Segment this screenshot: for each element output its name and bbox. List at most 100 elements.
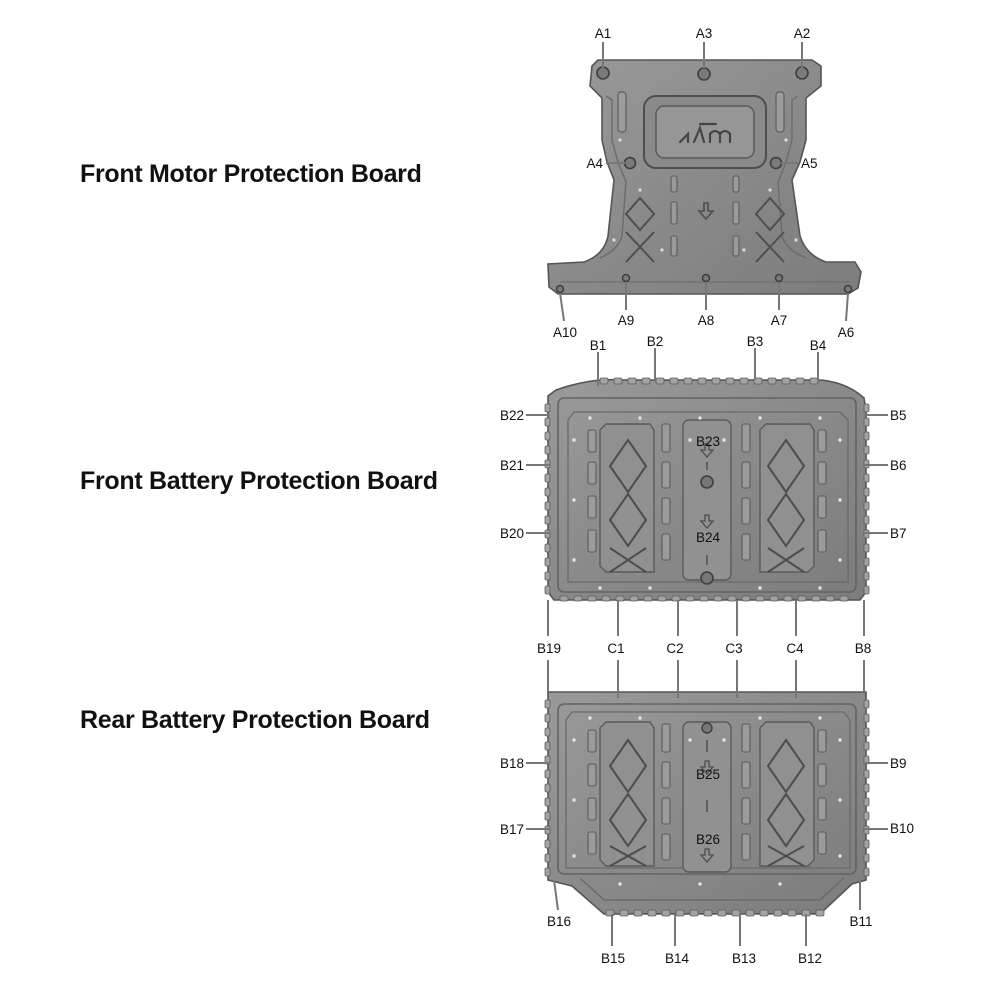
callout-label-a1: A1 — [595, 26, 612, 41]
rivet — [572, 558, 576, 562]
edge-tooth — [671, 595, 681, 602]
edge-tooth — [559, 595, 569, 602]
edge-tooth — [544, 839, 551, 849]
edge-tooth — [544, 501, 551, 511]
edge-tooth — [647, 909, 657, 917]
edge-tooth — [815, 909, 825, 917]
rivet — [838, 438, 842, 442]
rivet — [778, 882, 782, 886]
edge-tooth — [544, 515, 551, 525]
edge-tooth — [683, 377, 693, 385]
callout-label-b6: B6 — [890, 458, 907, 473]
rivet — [838, 738, 842, 742]
edge-tooth — [601, 595, 611, 602]
edge-tooth — [863, 403, 870, 413]
edge-tooth — [863, 727, 870, 737]
edge-tooth — [699, 595, 709, 602]
edge-tooth — [627, 377, 637, 385]
callout-label-a9: A9 — [618, 313, 635, 328]
callout-labels: A1 A3 A2 A4 A5 A10 A9 A8 A7 A6 B1 B2 B3 … — [500, 26, 914, 966]
edge-tooth — [713, 595, 723, 602]
edge-tooth — [863, 417, 870, 427]
edge-tooth — [629, 595, 639, 602]
edge-tooth — [544, 727, 551, 737]
callout-label-c3: C3 — [725, 641, 742, 656]
front-motor-slot — [617, 91, 627, 133]
front-battery-arrow-icon — [699, 443, 715, 458]
front-battery-rivets — [572, 416, 842, 590]
edge-tooth — [839, 595, 849, 602]
edge-tooth — [769, 595, 779, 602]
front-motor-rivets — [612, 138, 798, 252]
rear-battery-outer-frame — [557, 703, 857, 875]
front-battery-protection-board — [544, 377, 870, 602]
edge-tooth — [759, 909, 769, 917]
edge-tooth — [655, 377, 665, 385]
edge-tooth — [727, 595, 737, 602]
edge-tooth — [863, 867, 870, 877]
edge-tooth — [544, 741, 551, 751]
callout-label-a2: A2 — [794, 26, 811, 41]
front-battery-edge-teeth — [544, 377, 870, 602]
callout-label-a4: A4 — [586, 156, 603, 171]
callout-label-b22: B22 — [500, 408, 524, 423]
edge-tooth — [863, 853, 870, 863]
front-battery-diamond-panel-right — [759, 423, 815, 573]
callout-label-a10: A10 — [553, 325, 577, 340]
edge-tooth — [863, 797, 870, 807]
edge-tooth — [615, 595, 625, 602]
rivet — [838, 798, 842, 802]
rivet — [838, 498, 842, 502]
edge-tooth — [641, 377, 651, 385]
callout-label-b4: B4 — [810, 338, 827, 353]
callout-label-a6: A6 — [838, 325, 855, 340]
edge-tooth — [544, 571, 551, 581]
rivet — [758, 586, 762, 590]
edge-tooth — [619, 909, 629, 917]
front-battery-center-bolt — [700, 475, 714, 489]
rivet — [618, 882, 622, 886]
rivet — [638, 716, 642, 720]
callout-label-b1: B1 — [590, 338, 607, 353]
edge-tooth — [544, 867, 551, 877]
edge-tooth — [863, 811, 870, 821]
edge-tooth — [657, 595, 667, 602]
edge-tooth — [685, 595, 695, 602]
brand-logo-icon — [678, 122, 732, 144]
rivet — [688, 438, 692, 442]
edge-tooth — [863, 571, 870, 581]
front-motor-diamond-pattern-right — [754, 196, 786, 263]
callout-label-c4: C4 — [786, 641, 804, 656]
callout-label-b21: B21 — [500, 458, 524, 473]
callout-label-b26: B26 — [696, 832, 720, 847]
rear-battery-center-channel — [682, 721, 732, 873]
callout-label-b9: B9 — [890, 756, 907, 771]
front-motor-rib-slots — [670, 175, 740, 257]
callout-label-b18: B18 — [500, 756, 524, 771]
callout-label-b16: B16 — [547, 914, 571, 929]
callout-label-b20: B20 — [500, 526, 524, 541]
edge-tooth — [811, 595, 821, 602]
front-battery-inner-frame — [567, 411, 849, 583]
callout-label-b11: B11 — [849, 914, 872, 929]
edge-tooth — [544, 557, 551, 567]
rivet — [698, 416, 702, 420]
edge-tooth — [731, 909, 741, 917]
callout-leader-lines — [526, 42, 888, 946]
heading-front-battery-protection-board: Front Battery Protection Board — [80, 467, 438, 495]
edge-tooth — [863, 839, 870, 849]
rear-battery-rib-slots — [587, 723, 827, 861]
callout-label-b23: B23 — [696, 434, 720, 449]
callout-label-b15: B15 — [601, 951, 625, 966]
callout-label-b10: B10 — [890, 821, 914, 836]
rivet — [598, 586, 602, 590]
rivet — [572, 854, 576, 858]
rear-battery-diamond-panel-left — [599, 721, 655, 867]
rivet — [648, 586, 652, 590]
rear-battery-protection-board — [544, 691, 870, 917]
rivet — [688, 738, 692, 742]
front-motor-slot — [775, 91, 785, 133]
callout-label-b17: B17 — [500, 822, 524, 837]
edge-tooth — [773, 909, 783, 917]
rivet — [818, 586, 822, 590]
